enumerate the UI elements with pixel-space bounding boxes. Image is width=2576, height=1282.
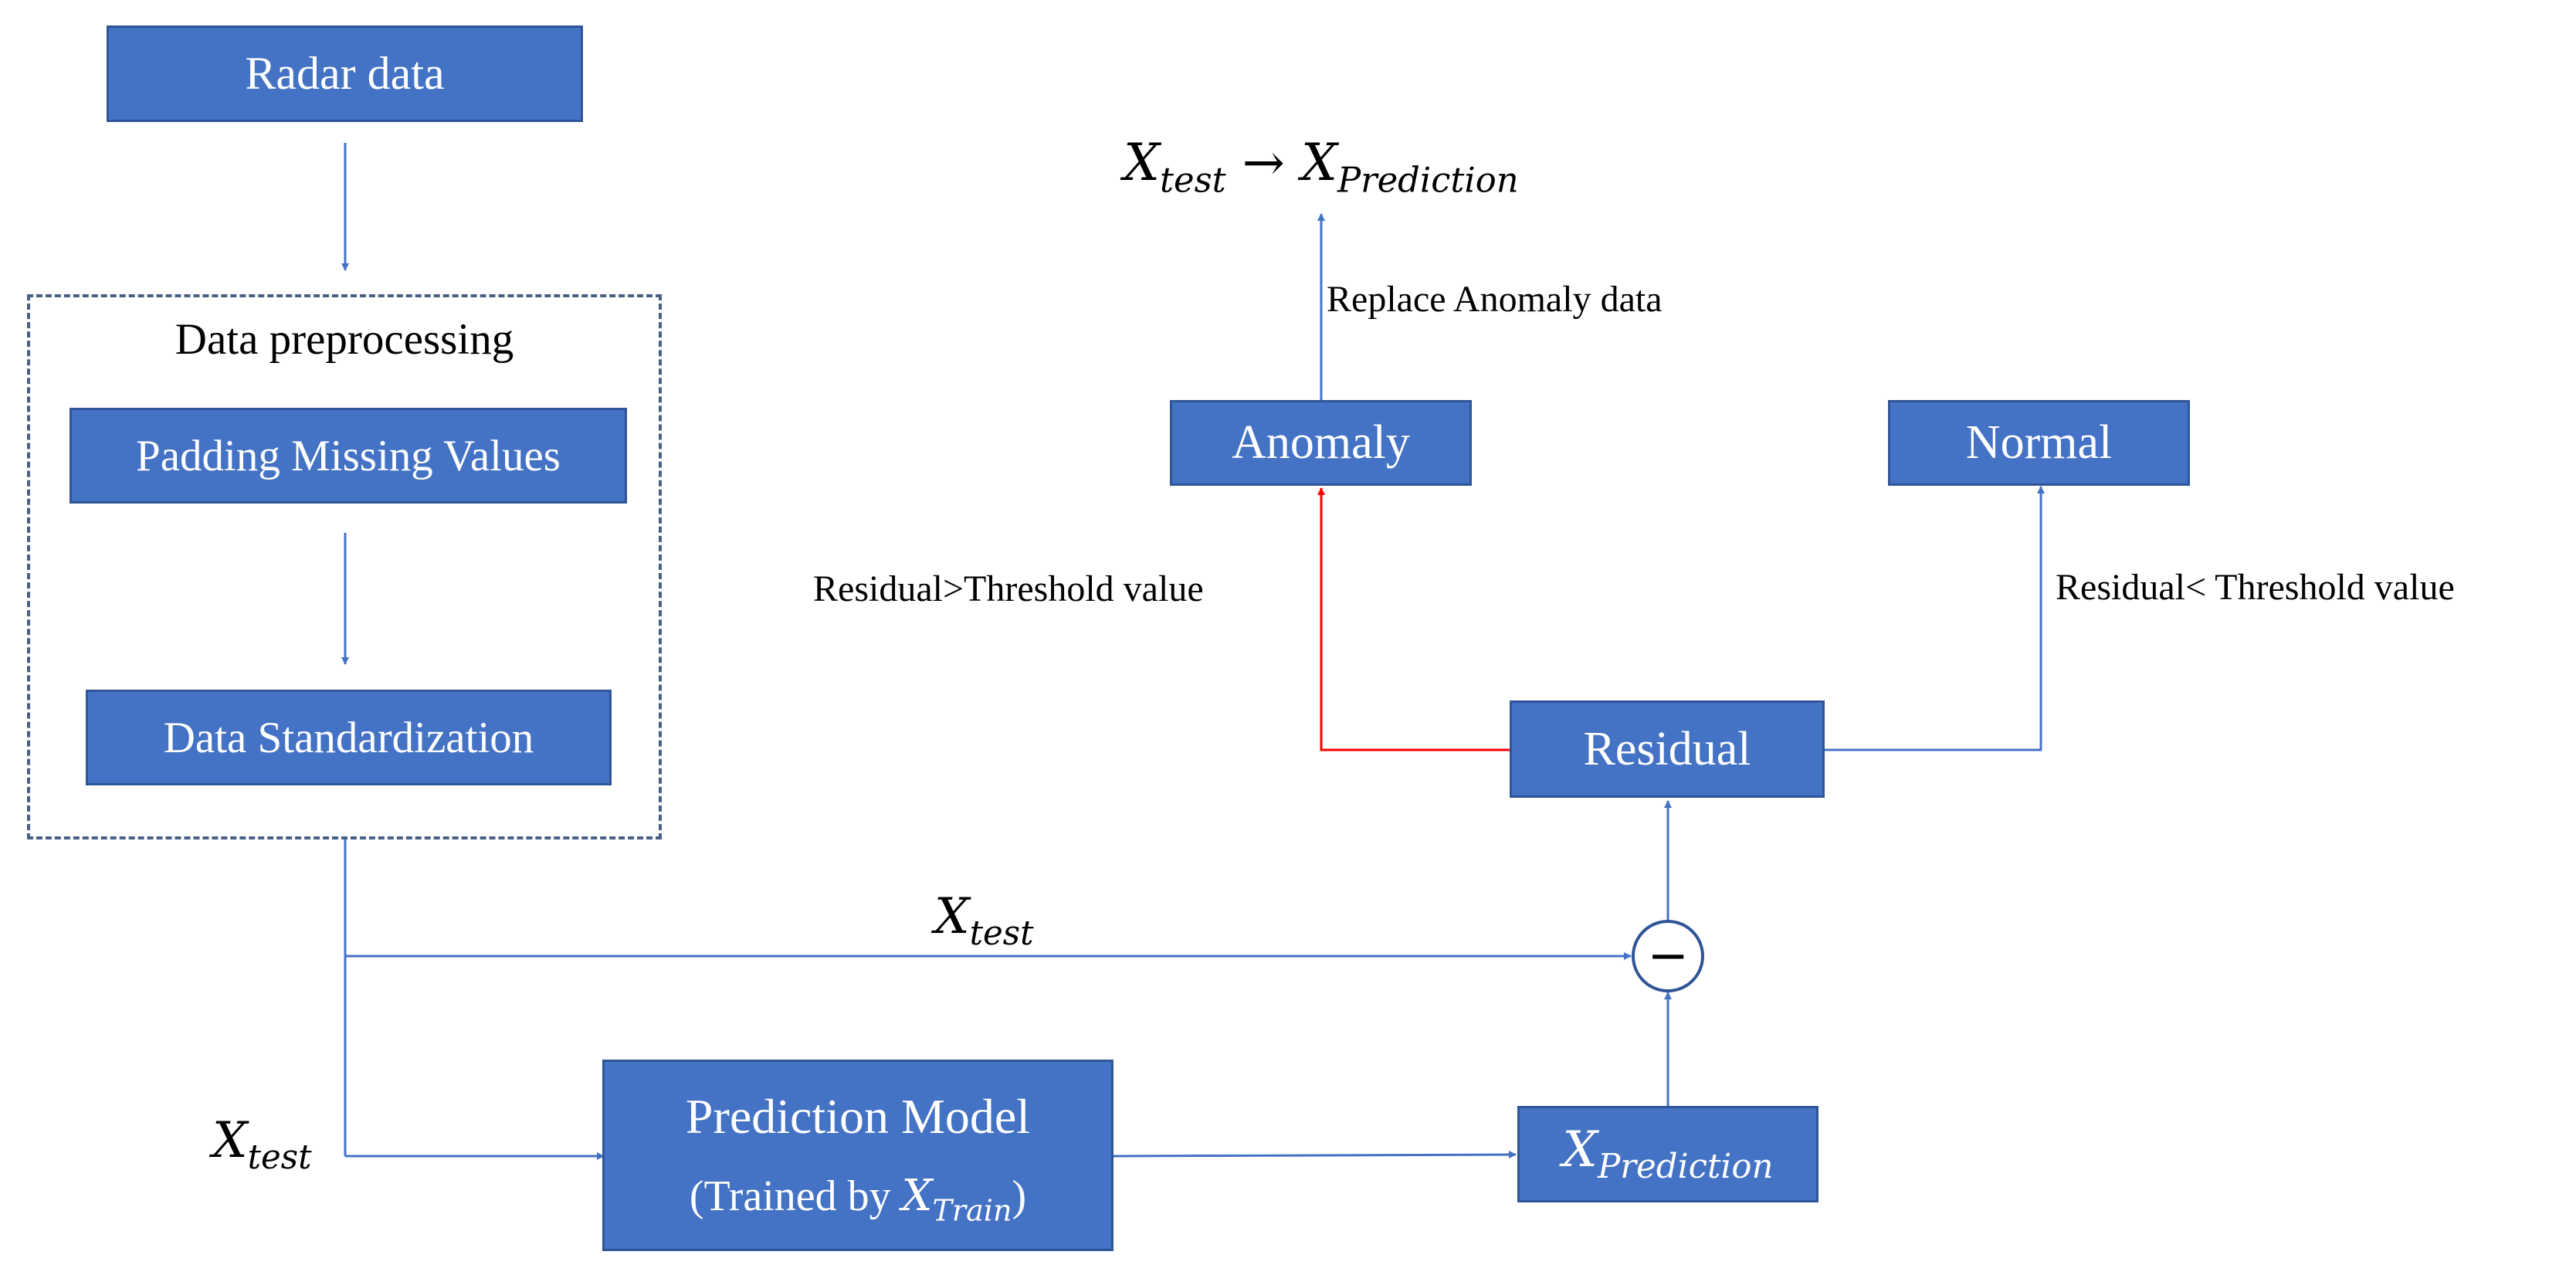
prediction-model-subtitle: (Trained by XTrain) xyxy=(689,1170,1027,1228)
minus-operator-circle xyxy=(1632,920,1704,992)
data-standardization-box: Data Standardization xyxy=(86,690,612,785)
normal-box: Normal xyxy=(1888,400,2190,486)
radar-data-box: Radar data xyxy=(107,25,583,122)
x-prediction-label: XPrediction xyxy=(1562,1121,1774,1187)
arrow-residual-to-anomaly xyxy=(1317,487,1510,751)
padding-missing-values-box: Padding Missing Values xyxy=(69,408,627,504)
data-preprocessing-title: Data preprocessing xyxy=(175,315,514,364)
prediction-model-title: Prediction Model xyxy=(685,1089,1031,1145)
residual-box: Residual xyxy=(1510,700,1825,798)
normal-label: Normal xyxy=(1965,416,2113,469)
anomaly-label: Anomaly xyxy=(1232,416,1410,469)
data-preprocessing-group xyxy=(27,294,662,839)
replace-anomaly-label: Replace Anomaly data xyxy=(1327,279,1663,320)
data-standardization-label: Data Standardization xyxy=(163,713,534,762)
arrow-residual-to-normal xyxy=(1825,486,2045,751)
xtest-mid-label: Xtest xyxy=(934,888,1034,954)
residual-label: Residual xyxy=(1583,722,1751,775)
arrow-model-to-xprediction xyxy=(1113,1151,1517,1159)
anomaly-box: Anomaly xyxy=(1170,400,1472,486)
prediction-model-box: Prediction Model (Trained by XTrain) xyxy=(602,1060,1113,1251)
residual-less-threshold-label: Residual< Threshold value xyxy=(2056,567,2455,608)
xtest-to-xprediction-formula: Xtest → XPrediction xyxy=(1124,133,1519,201)
minus-symbol: − xyxy=(1647,928,1689,985)
x-prediction-box: XPrediction xyxy=(1517,1106,1818,1202)
padding-missing-values-label: Padding Missing Values xyxy=(136,431,561,480)
residual-greater-threshold-label: Residual>Threshold value xyxy=(813,568,1204,609)
radar-data-label: Radar data xyxy=(245,48,445,99)
xtest-left-label: Xtest xyxy=(212,1112,312,1178)
